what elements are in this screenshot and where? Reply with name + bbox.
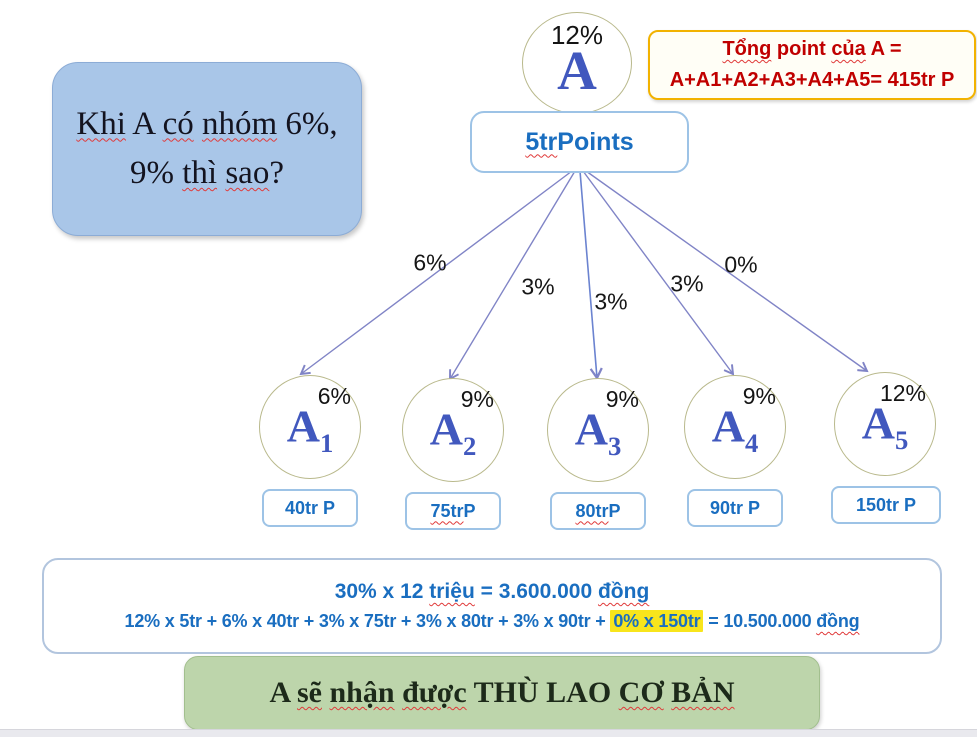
points-box-a4: 90tr P [687, 489, 783, 527]
edge-arrow-a2 [448, 170, 576, 381]
edge-percent-label-2: 3% [521, 273, 555, 300]
percent-label: 9% [460, 386, 494, 412]
edge-arrow-a3 [579, 170, 603, 381]
root-percent-label: 12% [550, 20, 604, 50]
member-circle-a5: 12% A5 [834, 372, 936, 476]
percent-label: 9% [605, 386, 639, 412]
member-circle-a2: 9% A2 [402, 378, 504, 482]
member-letter: A3 [574, 403, 622, 461]
member-node-a1: 6% A1 40tr P [256, 375, 364, 527]
member-node-a3: 9% A3 80tr P [544, 378, 652, 530]
result-banner: A sẽ nhận được THÙ LAO CƠ BẢN [184, 656, 820, 730]
edge-percent-label-4: 3% [670, 270, 704, 297]
edge-percent-label-3: 3% [594, 288, 628, 315]
result-text: A sẽ nhận được THÙ LAO CƠ BẢN [269, 676, 735, 709]
calc-line-1: 30% x 12 triệu = 3.600.000 đồng [334, 580, 650, 603]
calc-line-2: 12% x 5tr + 6% x 40tr + 3% x 75tr + 3% x… [124, 610, 860, 632]
points-box-a5: 150tr P [831, 486, 941, 524]
edge-percent-label-1: 6% [413, 249, 447, 276]
member-node-a: 12% A [522, 12, 632, 114]
edge-percent-label-5: 0% [724, 251, 758, 278]
member-node-a4: 9% A4 90tr P [681, 375, 789, 527]
member-letter: A2 [429, 403, 477, 461]
member-letter: A1 [286, 400, 334, 458]
total-points-line-2: A+A1+A2+A3+A4+A5= 415tr P [669, 69, 955, 91]
root-points-box: 5tr Points [470, 111, 689, 173]
points-box-a1: 40tr P [262, 489, 358, 527]
percent-label: 12% [879, 380, 926, 406]
root-member-letter: A [557, 40, 597, 101]
percent-label: 9% [742, 383, 776, 409]
question-callout: Khi A có nhóm 6%, 9% thì sao? [52, 62, 362, 236]
total-points-callout: Tổng point của A = A+A1+A2+A3+A4+A5= 415… [648, 30, 976, 100]
member-letter: A4 [711, 400, 759, 458]
question-line-1: Khi A có nhóm 6%, [76, 105, 338, 142]
percent-label: 6% [317, 383, 351, 409]
member-circle-a1: 6% A1 [259, 375, 361, 479]
calculation-box: 30% x 12 triệu = 3.600.000 đồng 12% x 5t… [42, 558, 942, 654]
edge-arrow-a4 [582, 170, 735, 376]
member-circle-a3: 9% A3 [547, 378, 649, 482]
points-box-a2: 75tr P [405, 492, 501, 530]
member-node-a2: 9% A2 75tr P [399, 378, 507, 530]
bottom-edge-strip [0, 729, 977, 737]
member-circle-a4: 9% A4 [684, 375, 786, 479]
question-line-2: 9% thì sao? [130, 155, 284, 191]
member-node-a5: 12% A5 150tr P [831, 372, 941, 524]
member-letter: A5 [861, 397, 909, 455]
points-box-a3: 80tr P [550, 492, 646, 530]
total-points-line-1: Tổng point của A = [722, 38, 902, 60]
